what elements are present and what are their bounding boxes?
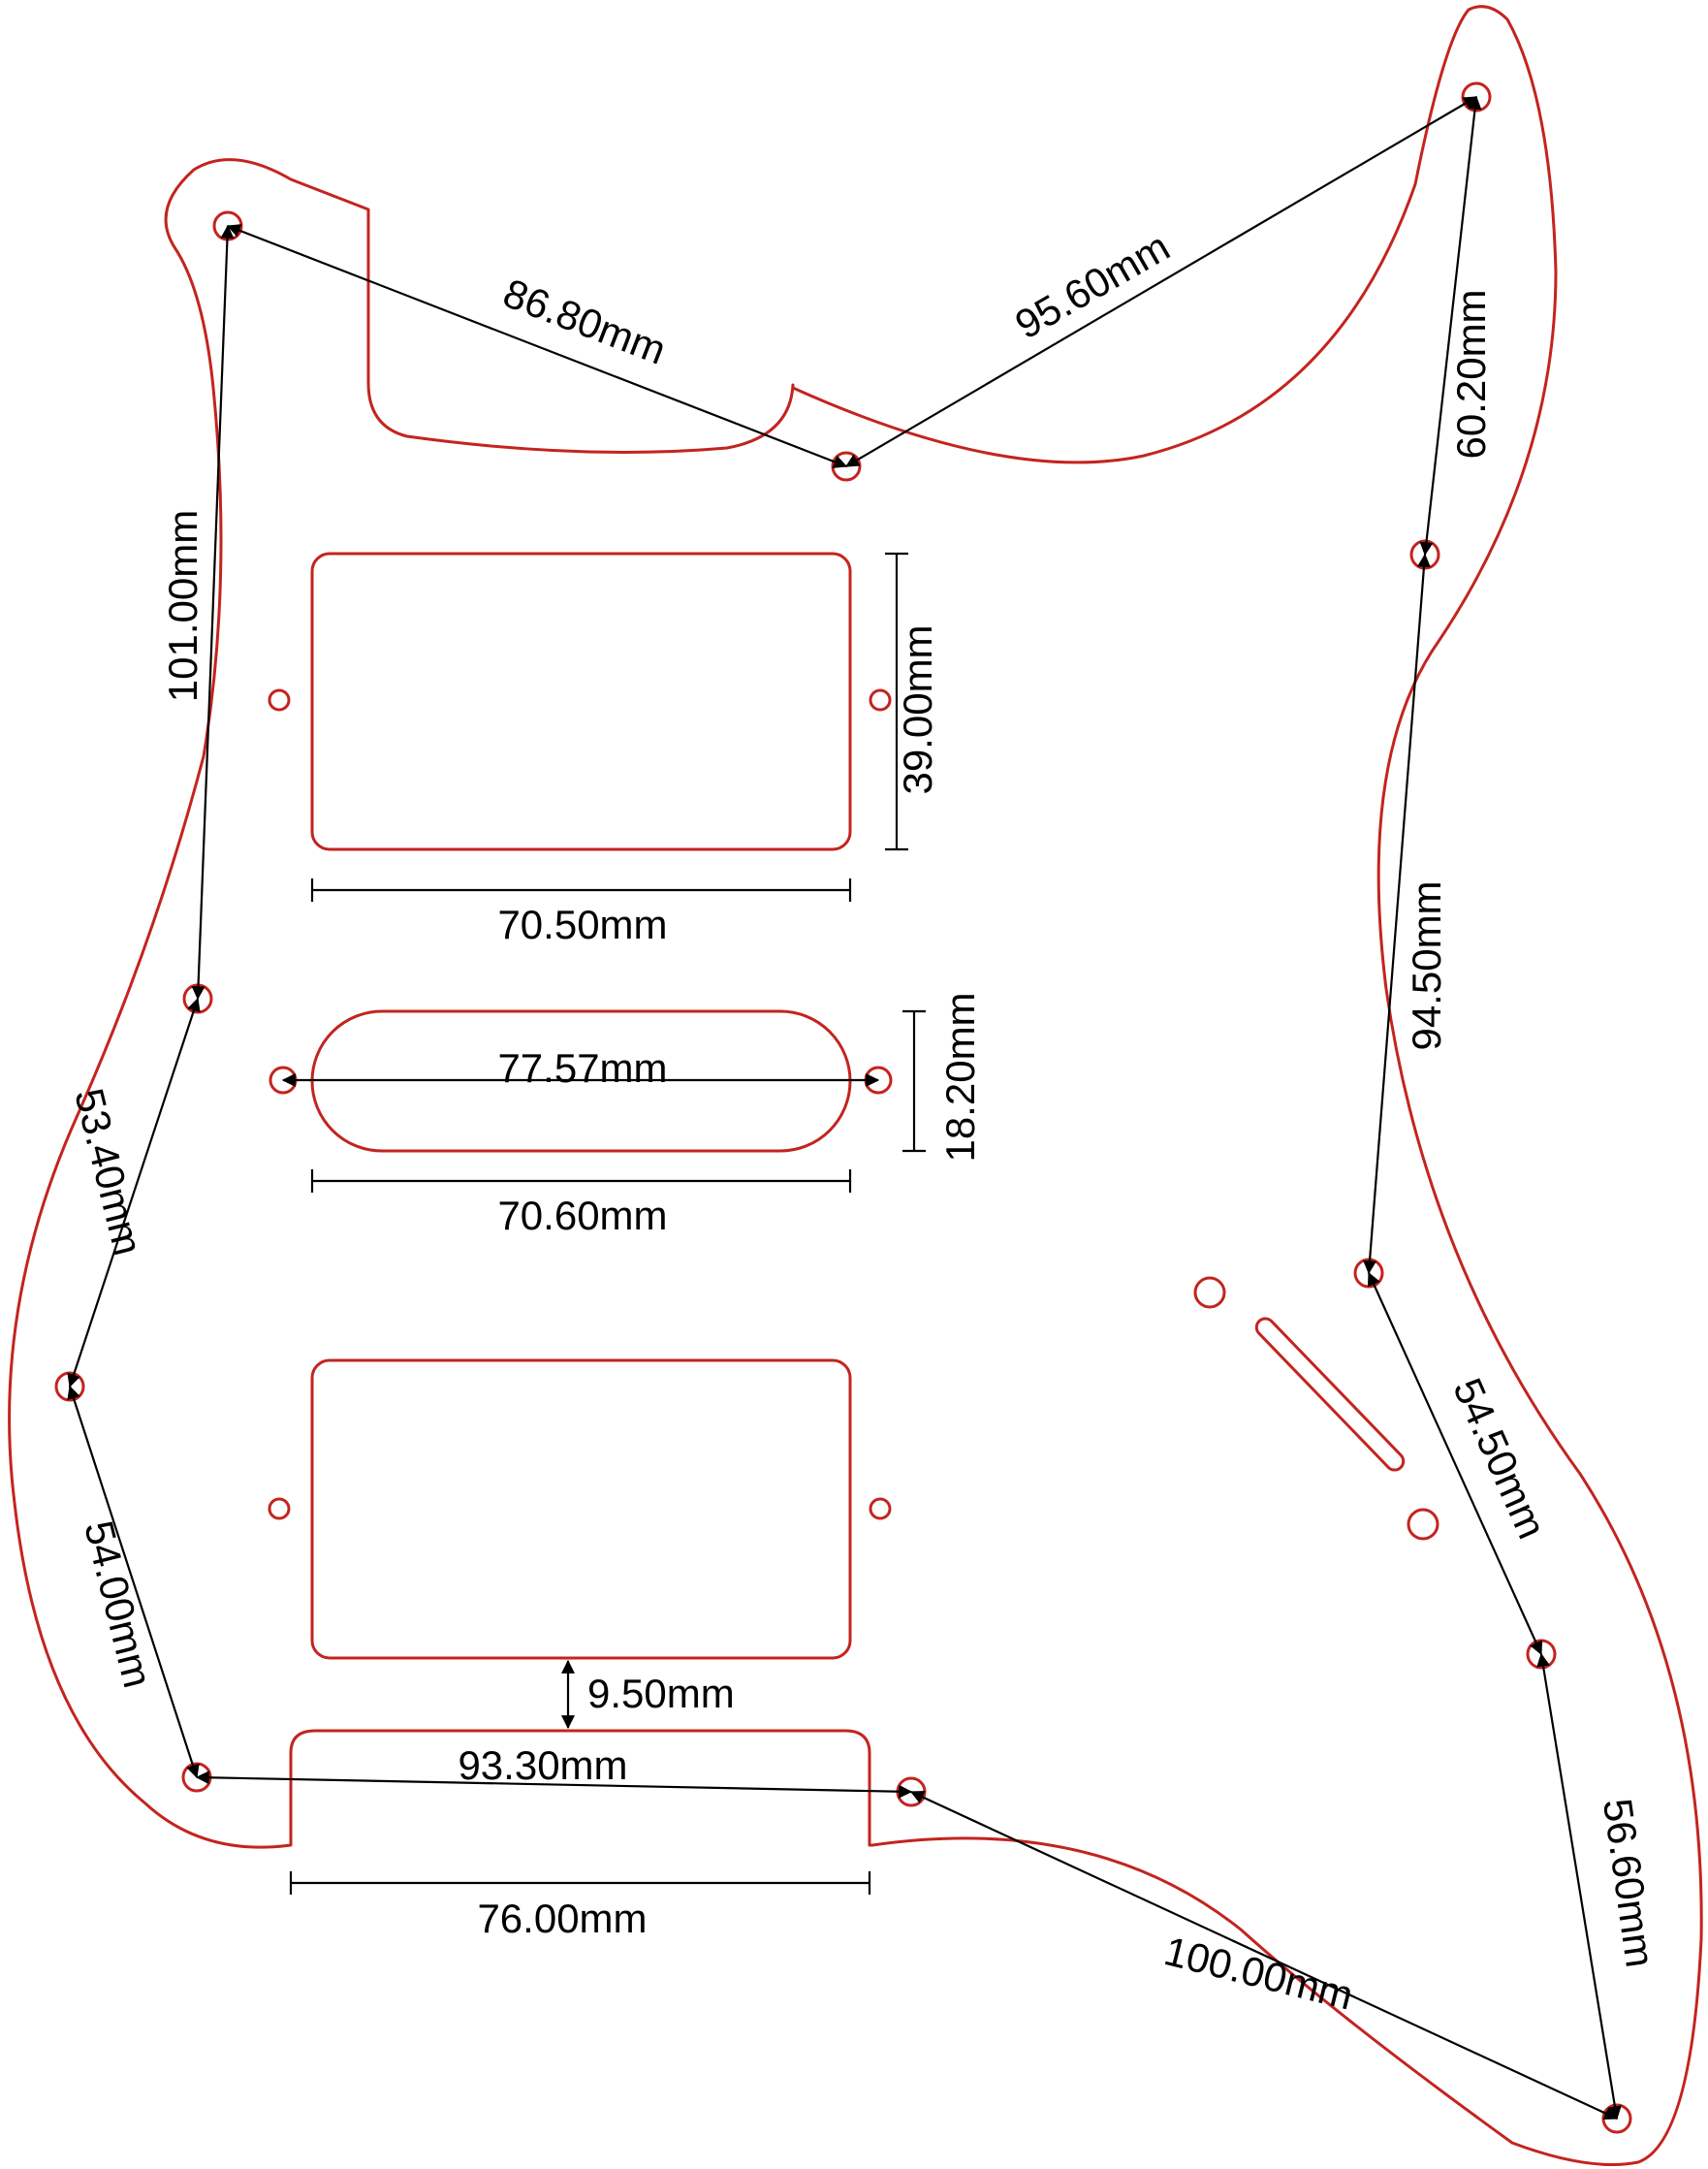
label-right-bottom-diag: 56.60mm xyxy=(1595,1796,1663,1970)
dim-middle-pickup-height xyxy=(902,1009,926,1153)
label-upper-left-diag: 86.80mm xyxy=(497,270,672,373)
dim-line-bottom-right-diag xyxy=(909,1791,1619,2120)
bridge-pickup-cutout xyxy=(310,1358,852,1660)
switch-slot xyxy=(1254,1317,1406,1472)
dim-line-right-top-vertical xyxy=(1419,95,1482,557)
dim-line-left-mid-diag xyxy=(67,997,201,1388)
label-upper-right-diag: 95.60mm xyxy=(1007,223,1177,347)
label-left-mid-diag: 53.40mm xyxy=(66,1084,151,1260)
dim-neck-pickup-height xyxy=(885,552,908,851)
bridge-pickup-screw-hole-left xyxy=(268,1497,291,1520)
dim-line-upper-right-diag xyxy=(844,96,1478,467)
label-pickup-gap: 9.50mm xyxy=(587,1671,735,1716)
dim-middle-pickup-width xyxy=(310,1169,852,1193)
bridge-pickup-screw-hole-right xyxy=(869,1497,892,1520)
dim-line-left-long-vertical xyxy=(191,224,235,1001)
switch-screw-hole-top xyxy=(1193,1276,1226,1309)
label-bottom-cutout-width: 76.00mm xyxy=(477,1896,647,1941)
label-right-top-vertical: 60.20mm xyxy=(1448,289,1494,459)
dim-line-right-lower-diag xyxy=(1367,1271,1543,1656)
label-bottom-right-diag: 100.00mm xyxy=(1160,1928,1358,2019)
label-middle-pickup-width: 70.60mm xyxy=(497,1193,667,1238)
switch-screw-hole-bottom xyxy=(1407,1508,1439,1541)
label-neck-pickup-height: 39.00mm xyxy=(895,624,940,794)
dim-bottom-cutout-width xyxy=(289,1871,871,1895)
label-right-middle-vertical: 94.50mm xyxy=(1404,880,1449,1050)
label-middle-pickup-height: 18.20mm xyxy=(937,992,983,1162)
neck-pickup-screw-hole-right xyxy=(869,688,892,712)
neck-pickup-screw-hole-left xyxy=(268,688,291,712)
label-bottom-hole-span: 93.30mm xyxy=(458,1742,627,1788)
neck-pickup-cutout xyxy=(310,552,852,851)
label-neck-pickup-width: 70.50mm xyxy=(497,902,667,947)
dim-neck-pickup-width xyxy=(310,878,852,902)
dim-line-right-middle-vertical xyxy=(1363,553,1431,1275)
label-middle-hole-span: 77.57mm xyxy=(497,1045,667,1091)
label-left-long-vertical: 101.00mm xyxy=(160,510,206,702)
dim-line-right-bottom-diag xyxy=(1536,1652,1622,2121)
dim-line-left-lower-diag xyxy=(67,1385,200,1779)
label-left-lower-diag: 54.00mm xyxy=(76,1516,161,1692)
dim-line-upper-left-diag xyxy=(226,224,848,468)
dim-line-bottom-hole-span xyxy=(195,1770,913,1799)
label-right-lower-diag: 54.50mm xyxy=(1444,1372,1555,1546)
